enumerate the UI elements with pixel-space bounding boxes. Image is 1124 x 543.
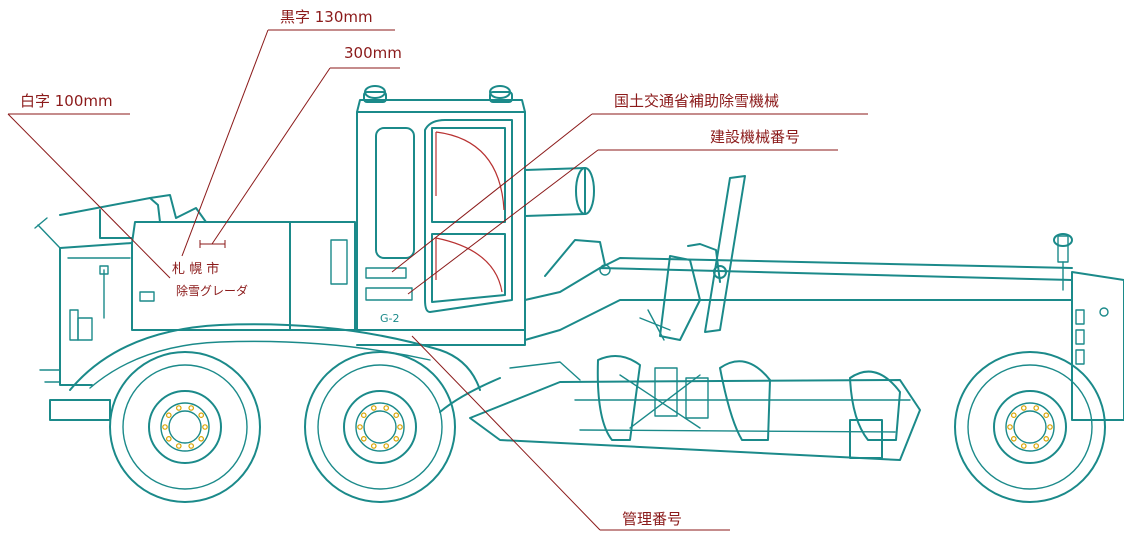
- hub-bolt: [1047, 424, 1053, 430]
- hub-bolt: [1043, 412, 1050, 419]
- hub-bolt: [202, 424, 208, 430]
- hub-bolt: [162, 424, 168, 430]
- hub-bolt: [383, 443, 390, 449]
- hub-bolt: [166, 412, 172, 419]
- hub-bolt: [1010, 435, 1017, 442]
- hub-bolt: [357, 424, 363, 430]
- vehicle-city-name: 札 幌 市: [172, 262, 220, 277]
- hub-bolt: [370, 443, 377, 449]
- vehicle-unit-code: G-2: [380, 312, 400, 325]
- label-subsidy: 国土交通省補助除雪機械: [614, 92, 780, 110]
- hub-bolt: [1020, 443, 1027, 449]
- hub-bolt: [1043, 435, 1050, 442]
- annotation-leaders: [7, 29, 868, 531]
- label-black-text-size: 黒字 130mm: [280, 8, 373, 26]
- hub-bolt: [370, 405, 377, 411]
- hub-bolt: [360, 435, 367, 442]
- label-300mm: 300mm: [344, 44, 402, 62]
- front-wheel: [954, 351, 1106, 503]
- hub-bolt: [198, 435, 205, 442]
- snow-grader-drawing: [34, 85, 1124, 503]
- hub-bolt: [1010, 412, 1017, 419]
- hub-bolt: [188, 405, 195, 411]
- vehicle-type-name: 除雪グレーダ: [176, 284, 249, 298]
- hub-bolt: [397, 424, 403, 430]
- hub-bolt: [166, 435, 172, 442]
- label-white-text-size: 白字 100mm: [20, 92, 113, 110]
- rear-wheel-2: [304, 351, 456, 503]
- hub-bolt: [360, 412, 367, 419]
- hub-bolt: [198, 412, 205, 419]
- hub-bolt: [1033, 443, 1040, 449]
- hub-bolt: [1007, 424, 1013, 430]
- hub-bolt: [1033, 405, 1040, 411]
- hub-bolt: [176, 443, 182, 449]
- hub-bolt: [176, 405, 182, 411]
- label-machine-number: 建設機械番号: [710, 128, 801, 146]
- rear-wheel-1: [109, 351, 261, 503]
- hub-bolt: [383, 405, 390, 411]
- hub-bolts: [162, 405, 1053, 449]
- hub-bolt: [188, 443, 195, 449]
- hub-bolt: [393, 412, 400, 419]
- label-management-number: 管理番号: [622, 510, 683, 528]
- hub-bolt: [1020, 405, 1027, 411]
- hub-bolt: [393, 435, 400, 442]
